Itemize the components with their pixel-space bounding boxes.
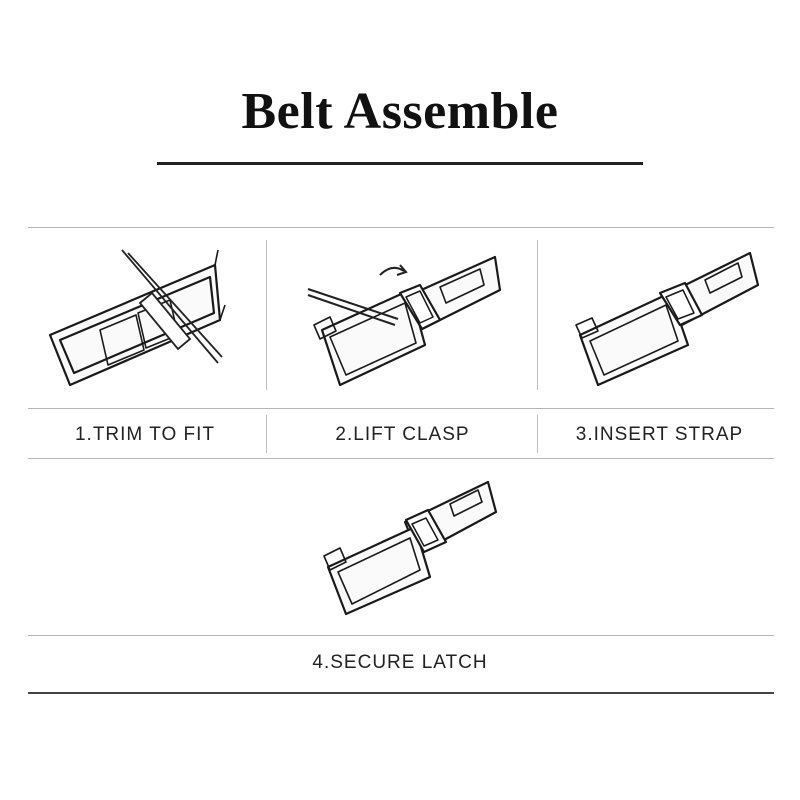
column-divider-2-lower — [537, 415, 538, 453]
column-divider-2-upper — [537, 240, 538, 390]
grid-bottom-rule — [28, 692, 774, 694]
secure-latch-illustration — [320, 472, 510, 622]
trim-illustration — [40, 245, 240, 395]
title-underline — [157, 162, 643, 165]
grid-top-rule — [28, 227, 774, 228]
step-3-label: 3.INSERT STRAP — [575, 424, 744, 445]
lift-clasp-illustration — [300, 245, 510, 395]
page-title: Belt Assemble — [241, 83, 559, 140]
column-divider-1-upper — [266, 240, 267, 390]
insert-strap-illustration — [570, 245, 770, 395]
step-4-label: 4.SECURE LATCH — [312, 652, 488, 673]
grid-row2-label-top-rule — [28, 635, 774, 636]
grid-row1-label-top-rule — [28, 408, 774, 409]
column-divider-1-lower — [266, 415, 267, 453]
step-1-label: 1.TRIM TO FIT — [74, 424, 216, 445]
step-2-label: 2.LIFT CLASP — [335, 424, 470, 445]
grid-row1-bottom-rule — [28, 458, 774, 459]
